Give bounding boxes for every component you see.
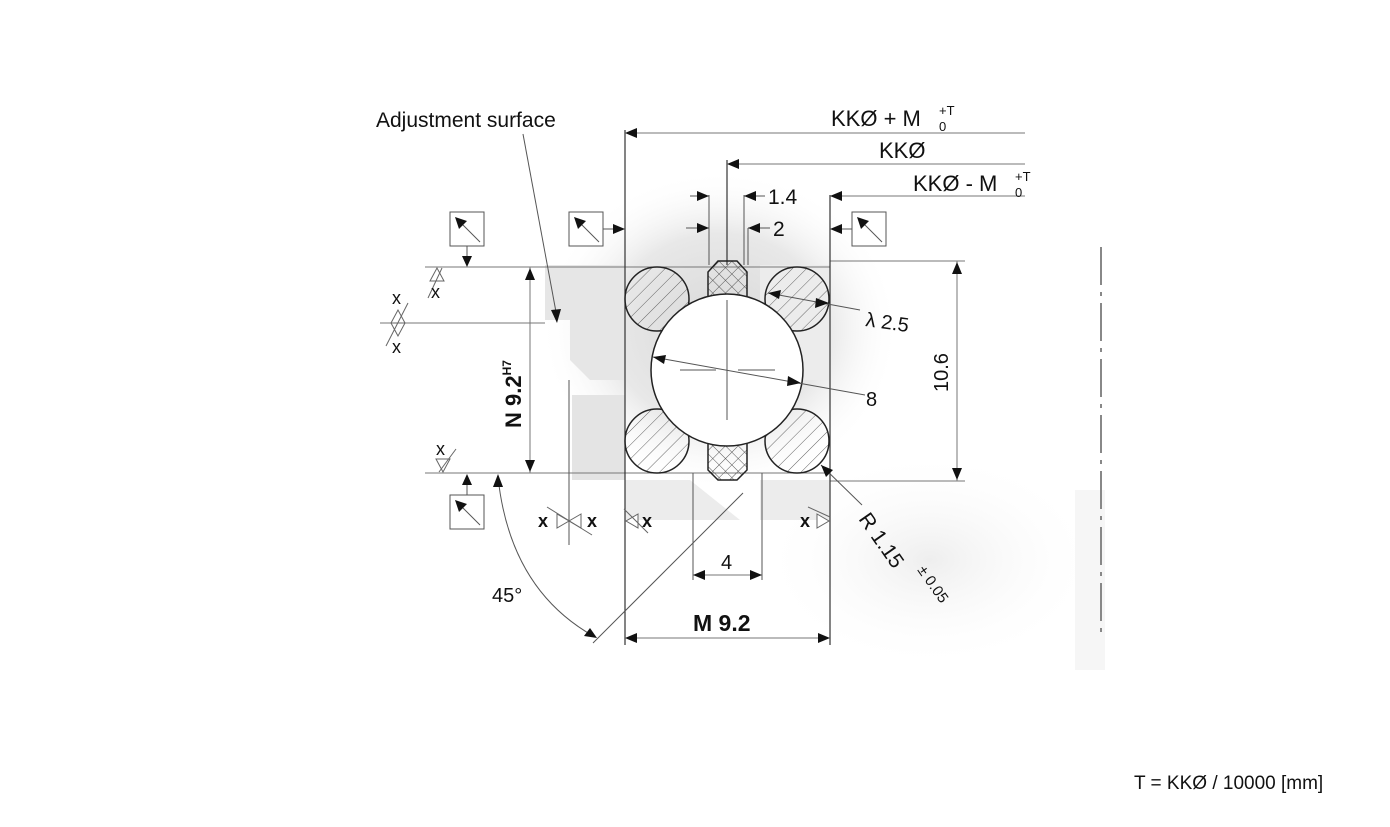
kk-plus-sub: 0	[939, 119, 946, 134]
background-shading	[540, 170, 1105, 670]
surface-mark-labels: x x x x x x x x	[392, 282, 810, 531]
height-10-6-label: 10.6	[931, 353, 953, 392]
surface-mark: x	[538, 511, 548, 531]
kk-minus-label: KKØ - M	[913, 171, 997, 196]
indicator-box-bottom-left	[449, 474, 485, 530]
radius-leader	[820, 464, 863, 506]
kk-minus-sup: +T	[1015, 169, 1031, 184]
indicator-box-top-left	[449, 211, 485, 267]
dim-1-4-label: 1.4	[768, 186, 798, 209]
m-dimension-line	[625, 633, 830, 643]
top-dimensions	[625, 128, 1025, 265]
adjustment-surface-leader	[522, 133, 561, 323]
kk-minus-sub: 0	[1015, 185, 1022, 200]
indicator-box-top-right	[830, 211, 887, 247]
surface-mark: x	[392, 288, 401, 308]
n-dimension-line	[525, 267, 535, 473]
surface-mark: x	[800, 511, 810, 531]
surface-mark: x	[642, 511, 652, 531]
surface-mark: x	[587, 511, 597, 531]
n-dimension-value: N 9.2	[501, 375, 526, 428]
n-dimension-tolerance: H7	[500, 360, 514, 376]
angle-45-label: 45°	[492, 585, 522, 607]
indicator-box-top-mid	[568, 211, 625, 247]
surface-mark: x	[392, 337, 401, 357]
kk-plus-sup: +T	[939, 103, 955, 118]
height-dimension-line	[952, 261, 962, 481]
dim-2-label: 2	[773, 218, 785, 241]
kk-label: KKØ	[879, 138, 925, 163]
reference-lines	[380, 130, 1102, 645]
width-4-label: 4	[721, 552, 732, 574]
adjustment-surface-label: Adjustment surface	[376, 109, 556, 132]
surface-symbols	[385, 266, 831, 536]
lambda-leader	[767, 290, 861, 311]
footnote: T = KKØ / 10000 [mm]	[1134, 773, 1323, 794]
surface-mark: x	[436, 439, 445, 459]
n-dimension-label: N 9.2H7	[500, 360, 526, 428]
angle-45-marker	[493, 474, 744, 644]
kk-plus-label: KKØ + M	[831, 106, 921, 131]
width-4-dimension	[693, 570, 762, 580]
m-dimension-label: M 9.2	[693, 610, 751, 636]
diameter-8-label: 8	[866, 389, 877, 411]
surface-mark: x	[431, 282, 440, 302]
diameter-leader	[652, 355, 866, 396]
